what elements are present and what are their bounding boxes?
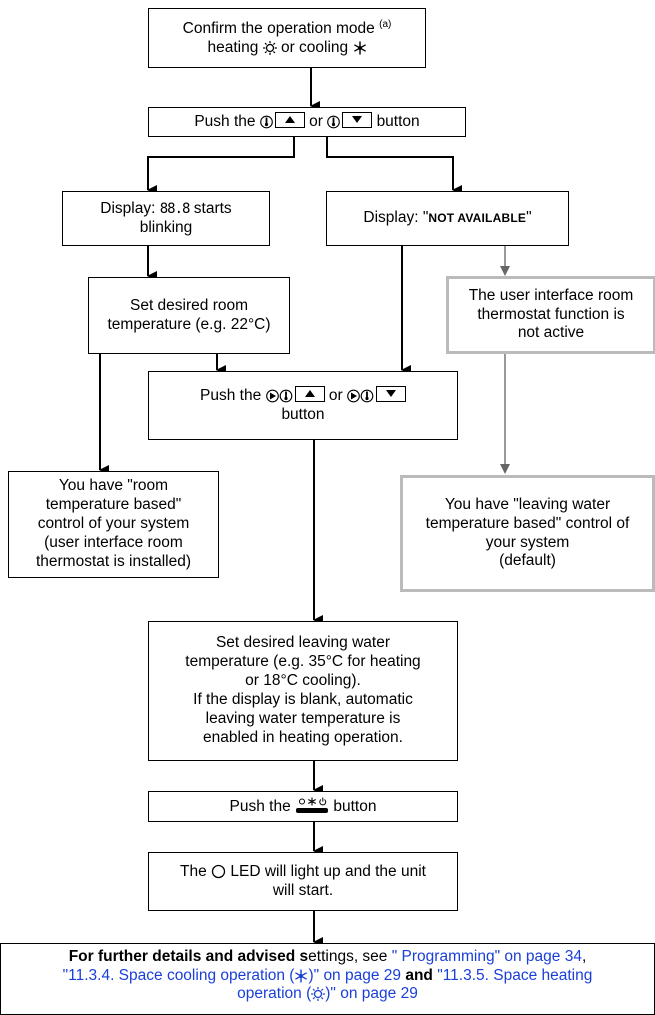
confirm-mode-box: Confirm the operation mode (a) heating o… [148, 8, 426, 68]
led-text: LED will light up and the unit [230, 862, 426, 880]
set-leaving-water-box: Set desired leaving water temperature (e… [148, 621, 458, 761]
blinking-text: blinking [139, 218, 193, 236]
not-available-text: NOT AVAILABLE [428, 211, 527, 226]
schedule-thermometer-icon [265, 389, 292, 403]
text-line: control of your system [37, 515, 190, 533]
text-line: Set desired leaving water [215, 634, 391, 652]
text-line: temperature based" control of [425, 514, 630, 532]
footnote-marker: (a) [379, 18, 392, 30]
leaving-water-control-box: You have "leaving water temperature base… [400, 475, 655, 592]
display-blinking-box: Display: 88.8 starts blinking [62, 191, 270, 246]
push-text: Push the [229, 797, 291, 815]
sun-icon [262, 40, 277, 55]
text-line: (user interface room [44, 533, 183, 551]
up-button[interactable] [294, 386, 325, 403]
set-room-temperature-box: Set desired room temperature (e.g. 22°C) [88, 277, 290, 354]
link-text: "11.3.5. Space heating [437, 966, 593, 984]
display-label: Display: [100, 199, 156, 217]
thermometer-icon [327, 115, 341, 129]
link-text: "11.3.4. Space cooling operation ( [62, 966, 295, 984]
thermometer-icon [259, 115, 273, 129]
heating-text: heating [207, 38, 259, 56]
or-text: or [328, 387, 343, 405]
text-line: You have "room [58, 477, 169, 495]
text-line: If the display is blank, automatic [193, 691, 413, 708]
further-details-box: For further details and advised settings… [0, 943, 655, 1015]
down-button[interactable] [375, 386, 406, 403]
push-onoff-box: Push the button [148, 791, 458, 822]
programming-link[interactable]: " Programming" on page 34 [391, 948, 582, 965]
text-line: thermostat is installed) [35, 552, 192, 570]
button-text: button [281, 406, 325, 423]
room-temperature-control-box: You have "room temperature based" contro… [8, 471, 219, 578]
text-line: temperature (e.g. 22°C) [107, 315, 271, 333]
schedule-thermometer-icon [347, 389, 374, 403]
text-line: You have "leaving water [444, 495, 611, 513]
comma-text: , [581, 948, 587, 965]
ui-thermostat-inactive-box: The user interface room thermostat funct… [446, 276, 655, 354]
details-text: ettings, see [308, 948, 392, 965]
display-not-available-box: Display: "NOT AVAILABLE" [326, 191, 569, 246]
on-off-mode-button-icon[interactable] [295, 797, 329, 814]
link-text: )" on page 29 [325, 985, 418, 1003]
the-text: The [180, 862, 207, 880]
and-text: and [401, 966, 438, 984]
or-text: or [309, 113, 323, 131]
text-line: enabled in heating operation. [203, 728, 403, 746]
start-text: will start. [272, 881, 334, 899]
text-line: Set desired room [129, 296, 249, 314]
link-text: operation ( [237, 985, 312, 1003]
led-light-up-box: The LED will light up and the unit will … [148, 852, 458, 911]
push-text: Push the [194, 113, 256, 131]
up-button[interactable] [274, 112, 305, 129]
text-line: temperature (e.g. 35°C for heating [185, 653, 421, 671]
push-text: Push the [200, 387, 262, 405]
down-button[interactable] [342, 112, 373, 129]
button-text: button [376, 113, 420, 131]
text-line: leaving water temperature is [205, 709, 401, 727]
text-line: not active [517, 324, 585, 342]
space-cooling-link[interactable]: "11.3.4. Space cooling operation ( )" on … [63, 967, 401, 984]
text-line: temperature based" [45, 496, 182, 514]
text-line: thermostat function is [477, 305, 625, 323]
snowflake-icon [295, 969, 308, 983]
starts-text: starts [193, 199, 232, 217]
push-schedule-box: Push the or button [148, 371, 458, 440]
button-text: button [333, 797, 377, 815]
cooling-text: or cooling [280, 38, 349, 56]
segment-display-value: 88.8 [159, 200, 191, 217]
text-line: (default) [499, 552, 556, 570]
link-text: )" on page 29 [308, 966, 402, 984]
text-line: your system [485, 533, 570, 551]
details-bold-text: For further details and advised s [68, 948, 309, 965]
quote-close: " [526, 209, 532, 227]
text-line: or 18°C cooling). [245, 672, 361, 690]
confirm-mode-text: Confirm the operation mode [182, 19, 375, 37]
sun-icon [311, 987, 326, 1002]
display-label: Display: " [363, 209, 429, 227]
led-circle-icon [211, 864, 226, 878]
push-up-down-box: Push the or button [148, 107, 466, 137]
snowflake-icon [353, 41, 366, 55]
text-line: The user interface room [468, 286, 634, 304]
